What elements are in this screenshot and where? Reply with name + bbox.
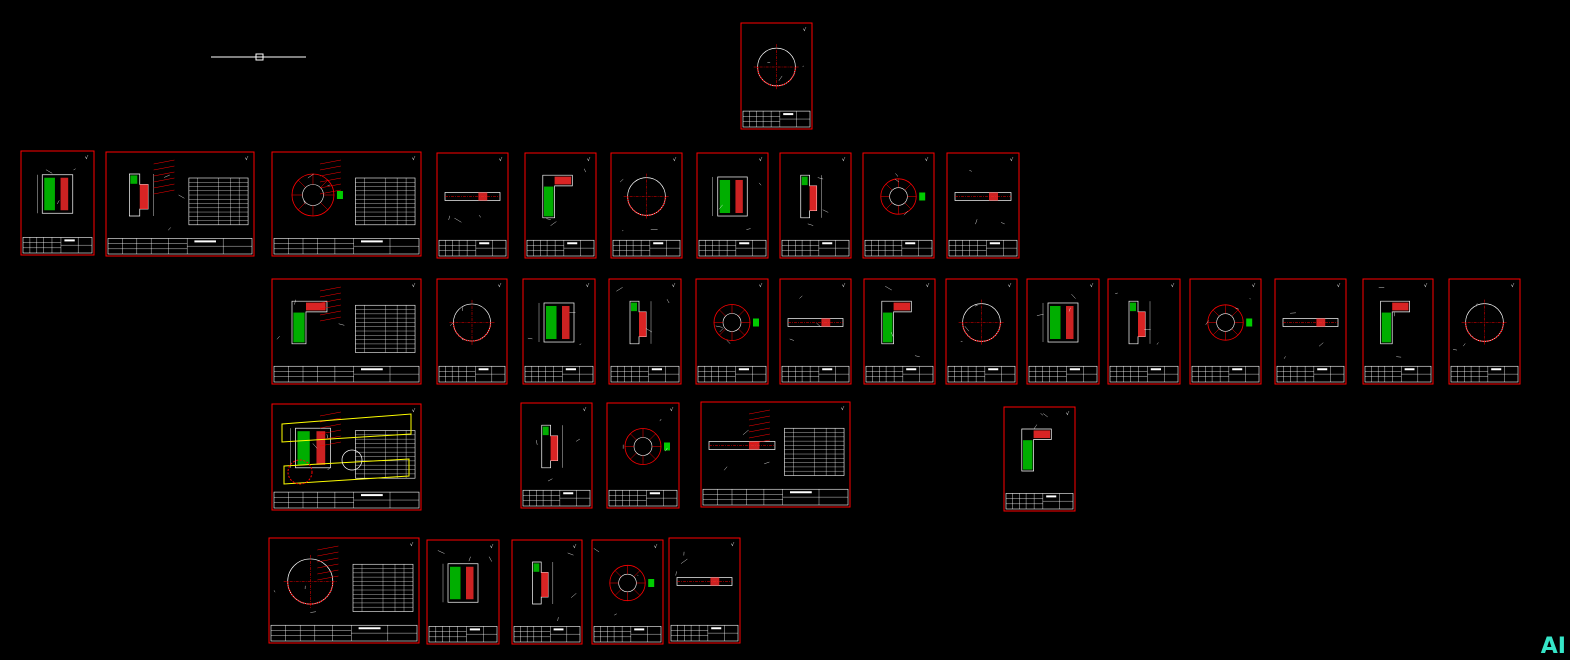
drawing-sheet[interactable]: √ <box>946 152 1020 259</box>
drawing-sheet[interactable]: √ <box>436 278 508 385</box>
drawing-sheet[interactable]: √ <box>610 152 683 259</box>
drawing-sheet[interactable]: √ <box>700 401 851 508</box>
svg-text:√: √ <box>499 157 503 163</box>
svg-text:√: √ <box>412 283 416 289</box>
svg-text:√: √ <box>759 157 763 163</box>
drawing-sheet[interactable]: √ <box>20 150 95 256</box>
svg-text:√: √ <box>842 157 846 163</box>
svg-text:√: √ <box>573 544 577 550</box>
drawing-sheet[interactable]: √ <box>511 539 583 645</box>
svg-text:√: √ <box>731 542 735 548</box>
svg-text:√: √ <box>586 283 590 289</box>
drawing-sheet[interactable]: √ <box>740 22 813 130</box>
drawing-sheet[interactable]: √ <box>271 151 422 257</box>
drawing-sheet[interactable]: √ <box>608 278 682 385</box>
drawing-sheet[interactable]: √ <box>862 152 935 259</box>
svg-text:√: √ <box>412 156 416 162</box>
svg-text:√: √ <box>654 544 658 550</box>
svg-text:√: √ <box>1090 283 1094 289</box>
svg-text:√: √ <box>1511 283 1515 289</box>
svg-text:√: √ <box>1424 283 1428 289</box>
yellow-frame-drawing <box>281 413 412 485</box>
drawing-sheet[interactable]: √ <box>520 402 593 509</box>
svg-text:√: √ <box>1252 283 1256 289</box>
drawing-sheet[interactable]: √ <box>271 278 422 385</box>
drawing-sheet[interactable]: √ <box>779 152 852 259</box>
drawing-sheet[interactable]: √ <box>606 402 680 509</box>
drawing-sheet[interactable]: √ <box>1274 278 1347 385</box>
svg-text:√: √ <box>670 407 674 413</box>
svg-text:√: √ <box>672 283 676 289</box>
drawing-sheet[interactable]: √ <box>1362 278 1434 385</box>
svg-text:√: √ <box>498 283 502 289</box>
drawing-sheet[interactable]: √ <box>268 537 420 644</box>
svg-text:√: √ <box>1337 283 1341 289</box>
drawing-sheet[interactable]: √ <box>1107 278 1181 385</box>
svg-text:√: √ <box>587 157 591 163</box>
drawing-sheet[interactable]: √ <box>1448 278 1521 385</box>
svg-text:√: √ <box>1010 157 1014 163</box>
svg-text:√: √ <box>412 408 416 414</box>
svg-text:√: √ <box>245 156 249 162</box>
drawing-sheet[interactable]: √ <box>1003 406 1076 512</box>
drawing-sheet[interactable]: √ <box>105 151 255 257</box>
svg-text:√: √ <box>490 544 494 550</box>
svg-text:√: √ <box>842 283 846 289</box>
svg-text:√: √ <box>1066 411 1070 417</box>
svg-text:√: √ <box>925 157 929 163</box>
scale-bar <box>211 53 306 61</box>
drawing-sheet[interactable]: √ <box>945 278 1018 385</box>
svg-text:√: √ <box>1171 283 1175 289</box>
svg-text:√: √ <box>583 407 587 413</box>
svg-text:√: √ <box>926 283 930 289</box>
drawing-sheet[interactable]: √ <box>1026 278 1100 385</box>
svg-text:√: √ <box>1008 283 1012 289</box>
drawing-sheet[interactable]: √ <box>522 278 596 385</box>
svg-text:√: √ <box>410 542 414 548</box>
svg-text:√: √ <box>673 157 677 163</box>
svg-text:√: √ <box>841 406 845 412</box>
svg-text:√: √ <box>803 27 807 33</box>
svg-text:√: √ <box>759 283 763 289</box>
drawing-sheet[interactable]: √ <box>668 537 741 644</box>
drawing-sheet[interactable]: √ <box>695 278 769 385</box>
drawing-sheet-layer: √ √ √ √ √ √ √ √ √ √ √ √ √ √ √ √ √ √ √ √ √ √ √ √ √ √ √ √ √ √ √ √ √ √ √ <box>20 22 1521 645</box>
drawing-sheet[interactable]: √ <box>271 403 422 511</box>
drawing-sheet[interactable]: √ <box>863 278 936 385</box>
drawing-sheet[interactable]: √ <box>591 539 664 645</box>
drawing-sheet[interactable]: √ <box>1189 278 1262 385</box>
drawing-sheet[interactable]: √ <box>426 539 500 645</box>
drawing-sheet[interactable]: √ <box>524 152 597 259</box>
ai-logo: AI <box>1540 634 1566 659</box>
drawing-sheet[interactable]: √ <box>436 152 509 259</box>
svg-text:√: √ <box>85 155 89 161</box>
drawing-sheet[interactable]: √ <box>779 278 852 385</box>
drawing-sheet[interactable]: √ <box>696 152 769 259</box>
